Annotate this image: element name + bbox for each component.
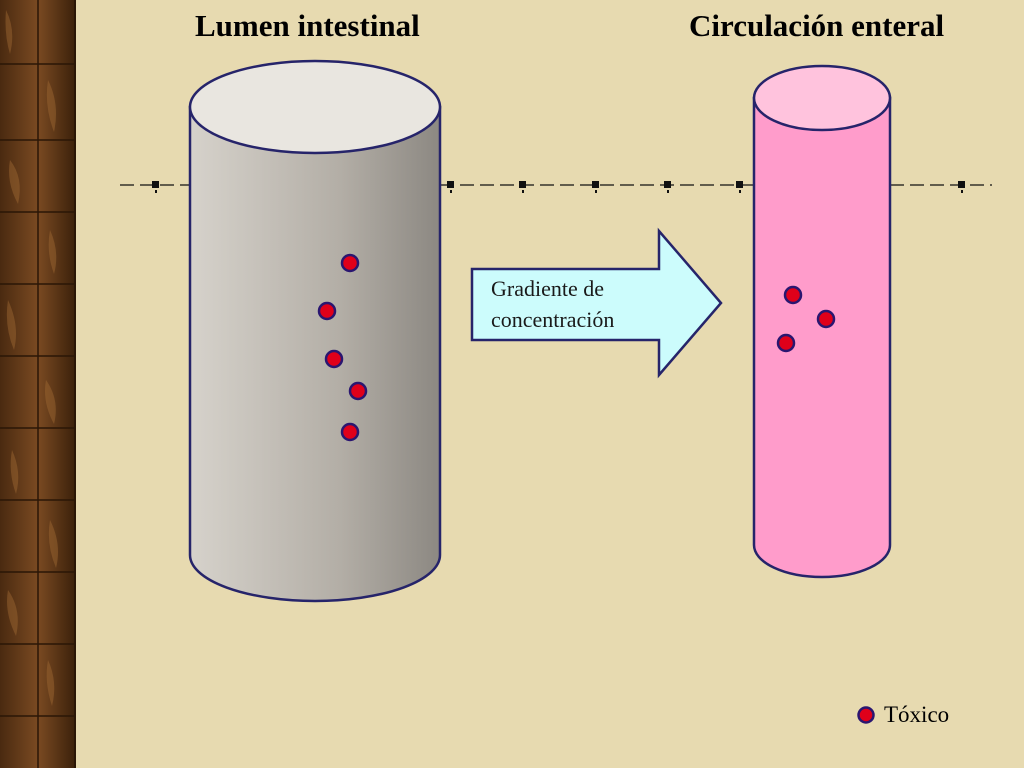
lumen-intestinal-title: Lumen intestinal [195,8,420,43]
toxic-dot [317,301,337,321]
toxic-dot [348,381,368,401]
lumen-intestinal-cylinder [188,59,442,603]
gradient-label-line-1: Gradiente de [491,276,604,301]
circulacion-enteral-cylinder [752,64,892,579]
toxic-dot [816,309,836,329]
toxic-particles-circulation [776,285,836,353]
toxic-dot [783,285,803,305]
gradient-label-line-2: concentración [491,307,615,332]
circulacion-enteral-title: Circulación enteral [689,8,945,43]
gradient-arrow [470,227,723,379]
legend-toxic-dot [857,706,875,724]
toxic-dot [776,333,796,353]
toxic-dot [340,253,360,273]
legend-label: Tóxico [884,702,950,727]
legend: Tóxico [856,700,949,730]
membrane-line-markers [152,181,965,188]
toxic-particles-lumen [317,253,368,442]
wood-border-strip [0,0,76,768]
toxic-dot [324,349,344,369]
gradient-arrow-label: Gradiente de concentración [491,273,661,335]
toxic-dot [340,422,360,442]
